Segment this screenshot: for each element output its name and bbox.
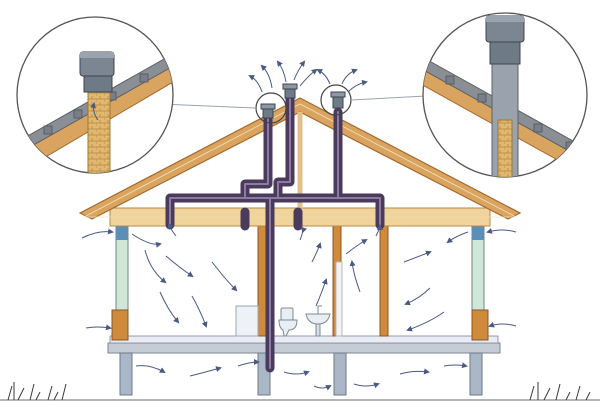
airflow-arrow-icon <box>299 226 307 241</box>
airflow-arrow-icon <box>443 362 468 369</box>
airflow-arrow-icon <box>353 382 380 389</box>
leader-lines <box>159 95 427 109</box>
vent-cap-icon <box>260 103 276 119</box>
ground <box>0 382 600 401</box>
ventilation-ducts <box>165 91 385 373</box>
left-detail-inset <box>16 16 174 174</box>
airflow-arrow-icon <box>283 370 310 377</box>
vent-cap-icon <box>330 91 346 109</box>
exhaust-arrows <box>248 60 368 93</box>
airflow-arrow-icon <box>345 238 368 255</box>
airflow-arrow-icon <box>159 291 180 324</box>
vent-cap-icon <box>282 83 298 99</box>
sink-icon <box>305 305 331 337</box>
right-detail-inset <box>422 12 588 178</box>
airflow-arrow-icon <box>488 321 517 328</box>
toilet-icon <box>278 307 298 337</box>
airflow-arrow-icon <box>403 250 432 263</box>
airflow-arrow-icon <box>81 228 114 239</box>
airflow-arrow-icon <box>237 359 260 367</box>
grass-right-icon <box>529 382 591 401</box>
airflow-arrow-icon <box>311 242 322 263</box>
airflow-arrow-icon <box>375 224 383 237</box>
airflow-arrow-icon <box>446 231 469 244</box>
left-wall <box>111 225 129 341</box>
airflow-arrow-icon <box>404 287 431 306</box>
airflow-arrow-icon <box>315 278 328 307</box>
foundation <box>107 335 501 396</box>
airflow-arrow-icon <box>165 255 194 278</box>
airflow-arrow-icon <box>211 261 238 292</box>
grass-left-icon <box>7 382 67 401</box>
airflow-arrow-icon <box>349 260 361 293</box>
airflow-arrow-icon <box>85 324 112 331</box>
airflow-arrow-icon <box>167 223 177 237</box>
interior-airflow-arrows <box>81 223 517 391</box>
right-wall <box>471 225 489 341</box>
airflow-arrow-icon <box>131 233 162 248</box>
airflow-arrow-icon <box>135 365 166 373</box>
airflow-arrow-icon <box>313 385 332 391</box>
airflow-arrow-icon <box>399 368 430 375</box>
airflow-arrow-icon <box>144 249 167 284</box>
airflow-arrow-icon <box>189 366 222 377</box>
airflow-arrow-icon <box>486 228 517 234</box>
bathroom-fixtures <box>235 305 331 337</box>
airflow-arrow-icon <box>191 295 208 328</box>
airflow-arrow-icon <box>406 311 445 332</box>
